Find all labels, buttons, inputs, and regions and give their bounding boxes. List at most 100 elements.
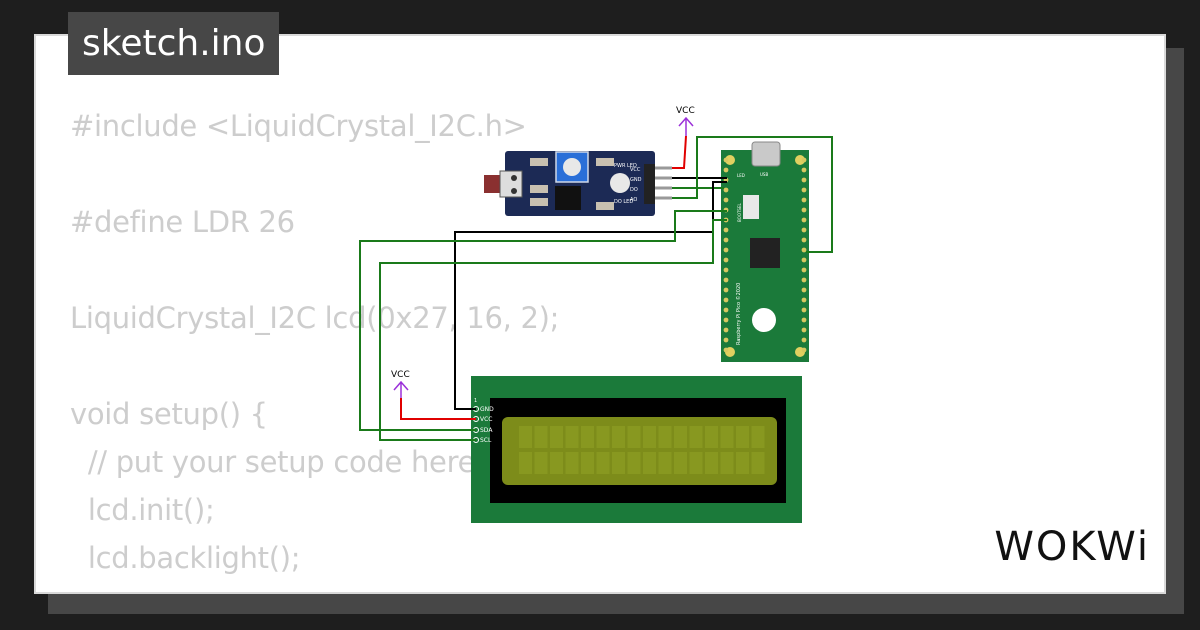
wire-ldr-ao <box>672 136 833 253</box>
pico-pin-pad <box>801 247 807 253</box>
lcd-char-cell <box>674 452 687 474</box>
lcd-char-cell <box>736 426 749 448</box>
pico-pin-pad <box>801 187 807 193</box>
code-line: LiquidCrystal_I2C lcd(0x27, 16, 2); <box>70 301 560 335</box>
pico-pin-pad <box>723 307 729 313</box>
pico-pin-pad <box>723 167 729 173</box>
code-line: #include <LiquidCrystal_I2C.h> <box>70 109 527 143</box>
pico-pin-pad <box>723 197 729 203</box>
photoresistor <box>484 175 500 193</box>
preview-card: #include <LiquidCrystal_I2C.h> #define L… <box>34 34 1166 594</box>
rp2040-chip <box>750 238 780 268</box>
lcd-char-cell <box>596 426 610 448</box>
lcd-pin-gnd: GND <box>480 406 494 413</box>
pico-pin-pad <box>723 247 729 253</box>
lcd-char-cell <box>596 452 610 474</box>
usb-connector[interactable] <box>751 141 781 167</box>
lcd-char-cell <box>705 452 718 474</box>
lcd-pin-scl: SCL <box>480 437 492 444</box>
do-led-label: DO LED <box>614 199 633 205</box>
svg-text:VCC: VCC <box>676 106 695 116</box>
lcd-char-cell <box>581 452 594 474</box>
pico-pin-pad <box>723 227 729 233</box>
pico-pin-pad <box>801 347 807 353</box>
lcd-char-cell <box>643 452 656 474</box>
pico-pin-pad <box>801 327 807 333</box>
lcd-char-cell <box>643 426 656 448</box>
lcd-char-cell <box>689 426 703 448</box>
ldr-sensor-module[interactable]: PWR LED DO LED VCC GND DO AO <box>484 151 672 216</box>
ldr-pin-gnd: GND <box>630 177 642 183</box>
code-line: lcd.setCursor(0, 0); <box>70 582 665 592</box>
lcd-char-cell <box>565 426 579 448</box>
file-tab[interactable]: sketch.ino <box>68 12 280 75</box>
pico-pin-pad <box>801 277 807 283</box>
lcd1602-i2c[interactable]: 1 GND VCC SDA SCL <box>471 376 802 523</box>
lcd-char-cell <box>550 426 563 448</box>
svg-text:VCC: VCC <box>391 370 410 380</box>
pico-pin-pad <box>723 337 729 343</box>
pico-pin-pad <box>723 277 729 283</box>
wire-lcd-scl <box>379 219 727 441</box>
lcd-char-cell <box>736 452 749 474</box>
raspberry-logo-icon <box>752 308 776 332</box>
lcd-char-cell <box>565 452 579 474</box>
lcd-char-cell <box>720 426 734 448</box>
pico-pin-pad <box>801 317 807 323</box>
wires <box>359 135 833 441</box>
pico-pin-pad <box>801 257 807 263</box>
lcd-char-cell <box>519 426 532 448</box>
pico-pin-pad <box>723 347 729 353</box>
lcd-char-cell <box>612 452 625 474</box>
pico-usb-label: USB <box>760 172 768 177</box>
ldr-pin-ao: AO <box>630 197 637 203</box>
code-preview: #include <LiquidCrystal_I2C.h> #define L… <box>70 102 666 592</box>
pico-pin-pad <box>801 307 807 313</box>
pico-pin-pad <box>723 287 729 293</box>
lcd-char-cell <box>534 452 548 474</box>
pico-pin-pad <box>723 297 729 303</box>
lcd-char-cell <box>674 426 687 448</box>
pico-name-label: Raspberry Pi Pico ©2020 <box>735 283 742 345</box>
pico-pin-pad <box>801 227 807 233</box>
code-line: lcd.backlight(); <box>70 541 301 575</box>
pico-pin-pad <box>723 317 729 323</box>
lcd-char-cell <box>658 452 672 474</box>
ldr-pin-vcc: VCC <box>630 167 641 173</box>
wire-lcd-gnd <box>454 181 727 410</box>
vcc-symbol-lcd: VCC <box>391 370 410 398</box>
lcd-char-cell <box>612 426 625 448</box>
lcd-char-cell <box>751 426 765 448</box>
lcd-char-cell <box>689 452 703 474</box>
lcd-char-cell <box>550 452 563 474</box>
led <box>610 173 630 193</box>
lcd-pin-vcc: VCC <box>480 416 492 423</box>
pico-pin-pad <box>801 157 807 163</box>
pico-pin-pad <box>723 257 729 263</box>
pico-pin-pad <box>801 337 807 343</box>
pico-pin-pad <box>801 217 807 223</box>
pico-pin-pad <box>801 167 807 173</box>
lcd-char-cell <box>534 426 548 448</box>
lcd-char-cell <box>705 426 718 448</box>
lcd-char-cell <box>581 426 594 448</box>
vcc-symbol-ldr: VCC <box>676 106 695 136</box>
code-line: void setup() { <box>70 397 268 431</box>
raspberry-pi-pico[interactable]: LED USB BOOTSEL Raspberry Pi Pico ©2020 <box>721 141 809 362</box>
pico-bootsel-label: BOOTSEL <box>737 203 742 222</box>
pico-pin-pad <box>801 197 807 203</box>
pico-pin-pad <box>801 297 807 303</box>
lcd-char-cell <box>519 452 532 474</box>
lcd-pin-number: 1 <box>474 398 477 404</box>
code-line: lcd.init(); <box>70 493 215 527</box>
pico-pin-pad <box>723 187 729 193</box>
lcd-char-cell <box>751 452 765 474</box>
pico-pin-pad <box>723 157 729 163</box>
bootsel-button[interactable] <box>743 195 759 219</box>
pico-pin-pad <box>801 267 807 273</box>
potentiometer-knob[interactable] <box>563 158 581 176</box>
ldr-pin-do: DO <box>630 187 638 193</box>
pwr-led-label: PWR LED <box>614 163 637 169</box>
lcd-pin-sda: SDA <box>480 427 493 434</box>
